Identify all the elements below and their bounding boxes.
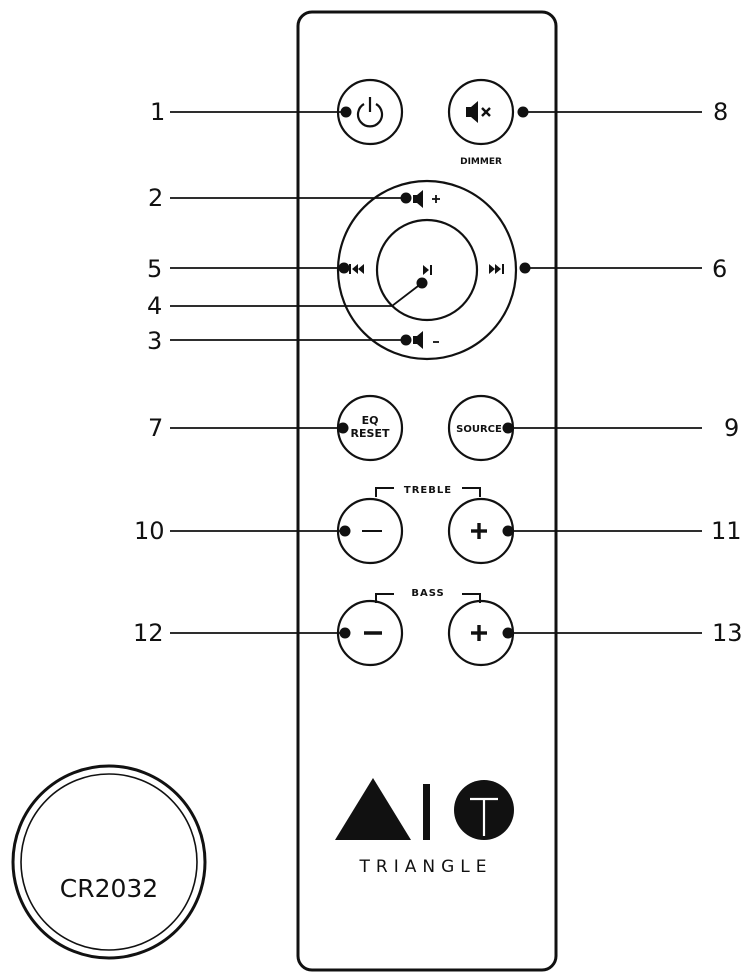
previous-track-icon [349,264,364,274]
previous-track-button[interactable] [349,264,364,274]
source-label: SOURCE [456,424,502,435]
callout-6: 6 [712,255,727,283]
power-icon [356,97,384,128]
eq-reset-button[interactable]: EQ RESET [336,394,404,462]
dot-13 [502,627,514,639]
dot-12 [339,627,351,639]
callout-11: 11 [711,517,742,545]
dimmer-label: DIMMER [460,157,502,167]
volume-up-button[interactable] [413,190,440,208]
treble-label: TREBLE [404,485,452,496]
navigation-ring [336,179,518,361]
eq-label: EQ [362,414,379,427]
mute-icon [466,101,491,123]
play-pause-icon [423,265,432,275]
treble-bracket [375,487,481,497]
callout-leaders [170,106,702,639]
dot-6 [519,262,531,274]
logo-divider [423,784,430,840]
mute-dimmer-button[interactable] [447,78,515,146]
remote-body [296,10,558,972]
volume-down-button[interactable] [413,331,439,349]
leader-4 [170,282,423,307]
dot-11 [502,525,514,537]
callout-2: 2 [148,184,163,212]
brand-logo [335,778,514,840]
callout-5: 5 [147,255,162,283]
callout-8: 8 [713,98,728,126]
triangle-logo-icon [335,778,411,840]
callout-9: 9 [724,414,739,442]
dot-4 [416,277,428,289]
battery-coin [11,764,207,960]
callout-3: 3 [147,327,162,355]
callout-10: 10 [134,517,165,545]
callout-12: 12 [133,619,164,647]
plus-icon [471,523,487,539]
play-pause-button[interactable] [375,218,479,322]
dot-2 [400,192,412,204]
dot-7 [337,422,349,434]
plus-icon [471,625,487,641]
dot-5 [338,262,350,274]
callout-1: 1 [150,98,165,126]
callout-13: 13 [712,619,743,647]
dot-1 [340,106,352,118]
brand-name: TRIANGLE [359,857,493,877]
reset-label: RESET [351,427,390,440]
next-track-icon [489,264,504,274]
volume-down-icon [413,331,439,349]
next-track-button[interactable] [489,264,504,274]
callout-4: 4 [147,292,162,320]
callout-7: 7 [148,414,163,442]
dot-8 [517,106,529,118]
volume-up-icon [413,190,440,208]
dot-3 [400,334,412,346]
t-circle-logo-icon [454,780,514,840]
dot-10 [339,525,351,537]
battery-label: CR2032 [60,874,158,903]
bass-label: BASS [411,588,444,599]
callout-numbers: 1 2 5 4 3 7 10 12 8 6 9 11 13 [133,98,743,647]
dot-9 [502,422,514,434]
